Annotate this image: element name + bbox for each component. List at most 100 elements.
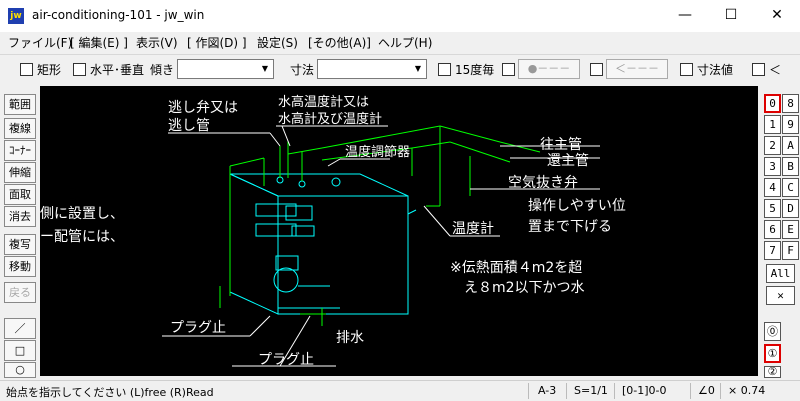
plug-label-2: プラグ止 <box>258 352 314 368</box>
tool-corner[interactable]: ｺｰﾅｰ <box>4 140 36 161</box>
plug-label-1: プラグ止 <box>170 320 226 336</box>
layer-4-button[interactable]: 4 <box>764 178 781 197</box>
layer-0-button[interactable]: 0 <box>764 94 781 113</box>
menu-file[interactable]: ファイル(F) <box>8 36 73 50</box>
tool-range[interactable]: 範囲 <box>4 94 36 115</box>
horiz-vert-checkbox[interactable] <box>73 63 86 76</box>
operation-note-1: 操作しやすい位 <box>528 198 626 214</box>
drain-label: 排水 <box>336 330 364 346</box>
status-bar: 始点を指示してください (L)free (R)Read A-3 S=1/1 [0… <box>0 380 800 401</box>
toolbar: 矩形 水平･垂直 傾き ▼ 寸法 ▼ 15度毎 ●－－－ ＜－－－ 寸法値 ＜ <box>0 54 800 83</box>
temp-controller-label: 温度調節器 <box>345 144 410 160</box>
tool-stretch[interactable]: 伸縮 <box>4 162 36 183</box>
menu-edit[interactable]: [ 編集(E) ] <box>70 36 128 50</box>
layer-d-button[interactable]: D <box>782 199 799 218</box>
heating-note-1: ※伝熱面積４m2を超 <box>450 260 582 276</box>
menu-settings[interactable]: 設定(S) <box>257 36 298 50</box>
dimval-checkbox[interactable] <box>680 63 693 76</box>
supply-pipe-label: 往主管 <box>540 137 582 153</box>
drawing-canvas[interactable]: 逃し弁又は 逃し管 水高温度計又は 水高計及び温度計 温度調節器 往主管 還主管… <box>40 86 758 376</box>
tilt-label: 傾き <box>150 63 175 77</box>
layer-e-button[interactable]: E <box>782 220 799 239</box>
layer-8-button[interactable]: 8 <box>782 94 799 113</box>
group-2-button[interactable]: ② <box>764 366 781 378</box>
layer-c-button[interactable]: C <box>782 178 799 197</box>
angle-value[interactable]: ∠0 <box>698 384 715 397</box>
layer-cross-icon[interactable]: ✕ <box>766 286 795 305</box>
layer-all-button[interactable]: All <box>766 264 795 283</box>
tool-chamfer[interactable]: 面取 <box>4 184 36 205</box>
tool-undo[interactable]: 戻る <box>4 282 36 303</box>
rect-label: 矩形 <box>37 63 62 77</box>
water-gauge-label-2: 水高計及び温度計 <box>278 111 382 127</box>
group-1-button[interactable]: ① <box>764 344 781 363</box>
app-icon: jw <box>8 8 24 24</box>
tool-erase[interactable]: 消去 <box>4 206 36 227</box>
layer-a-button[interactable]: A <box>782 136 799 155</box>
status-divider <box>720 383 721 399</box>
menu-view[interactable]: 表示(V) <box>136 36 178 50</box>
relief-valve-label-1: 逃し弁又は <box>168 100 238 116</box>
zoom-factor[interactable]: × 0.74 <box>728 384 766 397</box>
status-divider <box>690 383 691 399</box>
boiler-piping-drawing: 逃し弁又は 逃し管 水高温度計又は 水高計及び温度計 温度調節器 往主管 還主管… <box>40 94 626 368</box>
menu-draw[interactable]: [ 作図(D) ] <box>187 36 247 50</box>
chevron-down-icon[interactable]: ▼ <box>414 64 422 73</box>
arrow-line-button[interactable]: ＜－－－ <box>606 59 668 79</box>
piping <box>219 125 541 326</box>
layer-panel: 0 8 1 9 2 A 3 B 4 C 5 D 6 E 7 F All ✕ ⓪ … <box>760 88 800 378</box>
layer-f-button[interactable]: F <box>782 241 799 260</box>
dot-checkbox[interactable] <box>502 63 515 76</box>
rect-checkbox[interactable] <box>20 63 33 76</box>
air-vent-label: 空気抜き弁 <box>508 175 578 191</box>
title-bar: jw air-conditioning-101 - jw_win — ☐ ✕ <box>0 0 800 32</box>
status-divider <box>528 383 529 399</box>
group-0-button[interactable]: ⓪ <box>764 322 781 341</box>
layer-b-button[interactable]: B <box>782 157 799 176</box>
chevron-down-icon[interactable]: ▼ <box>261 64 269 73</box>
layer-1-button[interactable]: 1 <box>764 115 781 134</box>
layer-7-button[interactable]: 7 <box>764 241 781 260</box>
step15-checkbox[interactable] <box>438 63 451 76</box>
scale-value[interactable]: S=1/1 <box>574 384 608 397</box>
line-tool-icon[interactable]: ／ <box>4 318 36 339</box>
tool-parallel[interactable]: 複線 <box>4 118 36 139</box>
boiler-outline <box>229 173 417 315</box>
layer-status[interactable]: [0-1]0-0 <box>622 384 667 397</box>
layer-6-button[interactable]: 6 <box>764 220 781 239</box>
layer-9-button[interactable]: 9 <box>782 115 799 134</box>
dimension-label: 寸法 <box>290 63 315 77</box>
status-message: 始点を指示してください (L)free (R)Read <box>6 386 214 399</box>
status-divider <box>614 383 615 399</box>
rectangle-tool-icon[interactable]: □ <box>4 340 36 361</box>
paper-size[interactable]: A-3 <box>538 384 557 397</box>
layer-5-button[interactable]: 5 <box>764 199 781 218</box>
annotation-text: 逃し弁又は 逃し管 水高温度計又は 水高計及び温度計 温度調節器 往主管 還主管… <box>40 94 626 368</box>
water-gauge-label-1: 水高温度計又は <box>278 94 369 110</box>
layer-3-button[interactable]: 3 <box>764 157 781 176</box>
circle-tool-icon[interactable]: ○ <box>4 362 36 378</box>
menu-other[interactable]: [その他(A)] <box>308 36 371 50</box>
layer-2-button[interactable]: 2 <box>764 136 781 155</box>
tilt-combo[interactable]: ▼ <box>177 59 274 79</box>
tool-move[interactable]: 移動 <box>4 256 36 277</box>
window-title: air-conditioning-101 - jw_win <box>32 8 205 22</box>
lt-checkbox[interactable] <box>752 63 765 76</box>
thermometer-label: 温度計 <box>452 221 494 237</box>
menu-bar: ファイル(F) [ 編集(E) ] 表示(V) [ 作図(D) ] 設定(S) … <box>0 32 800 52</box>
arrow-checkbox[interactable] <box>590 63 603 76</box>
leader-lines <box>162 125 600 367</box>
maximize-button[interactable]: ☐ <box>724 7 738 23</box>
dot-line-button[interactable]: ●－－－ <box>518 59 580 79</box>
minimize-button[interactable]: — <box>678 7 692 23</box>
dimval-label: 寸法値 <box>697 63 734 77</box>
horiz-vert-label: 水平･垂直 <box>90 63 145 77</box>
tool-copy[interactable]: 複写 <box>4 234 36 255</box>
menu-help[interactable]: ヘルプ(H) <box>378 36 433 50</box>
close-button[interactable]: ✕ <box>771 7 783 23</box>
return-pipe-label: 還主管 <box>547 153 589 169</box>
relief-valve-label-2: 逃し管 <box>168 118 210 134</box>
left-note-1: 側に設置し、 <box>40 206 124 222</box>
left-note-2: ー配管には、 <box>40 229 124 245</box>
dimension-combo[interactable]: ▼ <box>317 59 427 79</box>
